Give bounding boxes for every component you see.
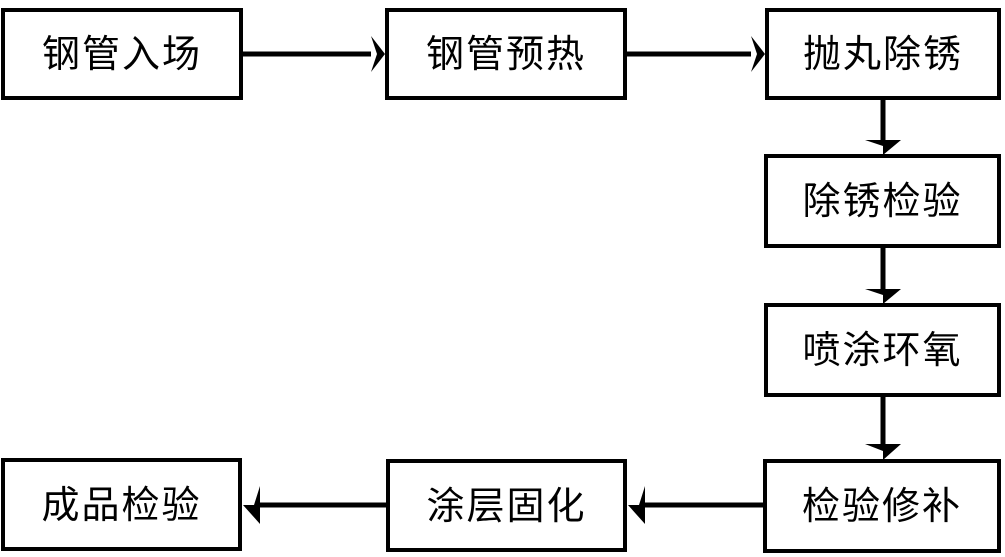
edge-rustinspect-to-epoxyspray [865,248,901,304]
node-label-preheat: 钢管预热 [425,32,586,76]
node-inspection-repair[interactable]: 检验修补 [763,459,1001,553]
node-label-final-inspection: 成品检验 [41,482,202,527]
edge-shotblast-to-rustinspect [865,100,901,155]
node-coating-curing[interactable]: 涂层固化 [386,459,627,552]
node-final-inspection[interactable]: 成品检验 [1,458,242,551]
edge-epoxyspray-to-inspectrepair [865,397,901,460]
node-shotblast-derust[interactable]: 抛丸除锈 [765,8,1001,100]
node-preheat[interactable]: 钢管预热 [385,8,627,100]
edge-preheat-to-shotblast [627,36,765,72]
node-label-derust-inspection: 除锈检验 [802,179,963,223]
node-epoxy-spray[interactable]: 喷涂环氧 [764,303,1001,397]
node-label-epoxy-spray: 喷涂环氧 [802,328,963,372]
node-derust-inspection[interactable]: 除锈检验 [764,154,1001,248]
node-label-steelpipe-entry: 钢管入场 [41,32,202,76]
node-label-inspection-repair: 检验修补 [801,484,962,528]
node-label-shotblast-derust: 抛丸除锈 [802,32,963,76]
edge-steelpipe-entry-to-preheat [243,36,385,72]
node-steelpipe-entry[interactable]: 钢管入场 [1,8,243,100]
edge-coatingcure-to-finalinspect [243,486,386,524]
edge-inspectrepair-to-coatingcure [628,486,763,524]
node-label-coating-curing: 涂层固化 [426,483,587,528]
